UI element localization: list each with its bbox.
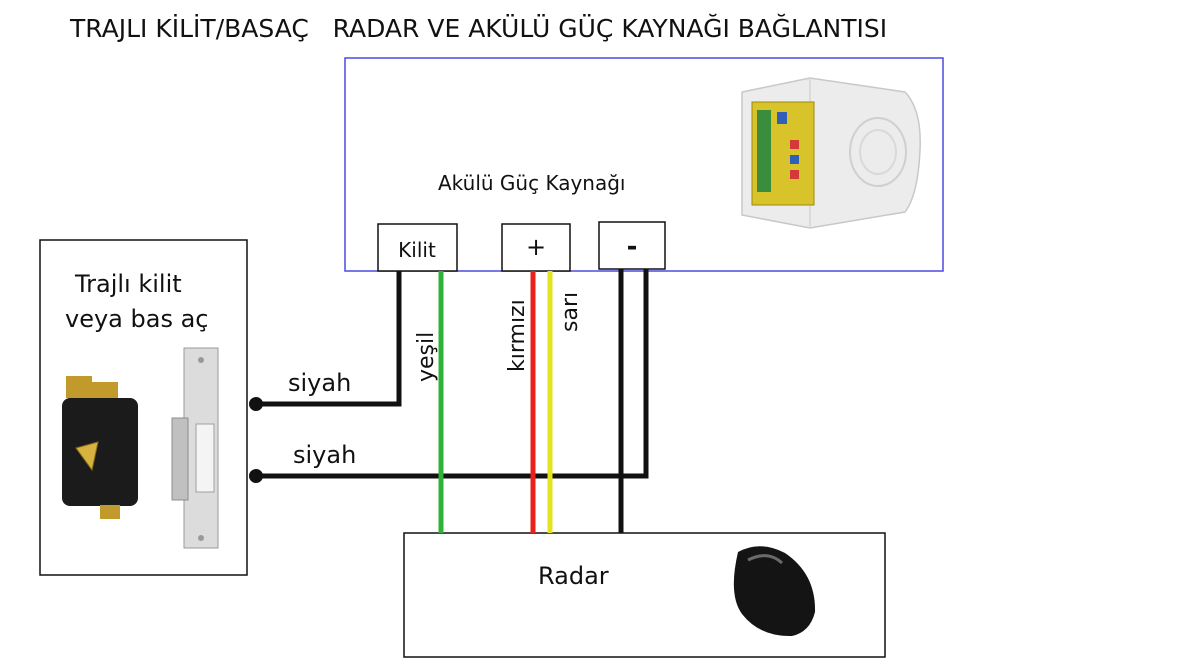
wire-label-black-top: siyah [288,369,351,397]
wire-label-red: kırmızı [505,299,530,372]
terminal-plus [501,223,571,272]
wire-label-green: yeşil [414,332,439,382]
terminal-plus-label: + [526,233,546,261]
wire-black-top-node [249,397,263,411]
wire-label-black-bottom: siyah [293,441,356,469]
lock-box-label-line2: veya bas aç [65,305,208,333]
radar-picture [733,546,816,637]
wire-label-yellow: sarı [558,292,583,332]
wire-black-top [256,271,402,407]
terminal-lock [377,223,458,272]
terminal-lock-label: Kilit [398,238,436,262]
power-supply-picture [741,77,921,229]
terminal-minus-label: - [627,232,638,262]
strike-picture [171,347,219,549]
lock-box-label-line1: Trajlı kilit [74,270,182,298]
lock-picture [62,376,138,519]
wires [249,269,649,533]
terminal-minus [598,221,666,270]
power-supply-label: Akülü Güç Kaynağı [438,171,625,195]
wire-black-bottom [256,269,649,479]
radar-label: Radar [538,562,609,590]
diagram-title: TRAJLI KİLİT/BASAÇ RADAR VE AKÜLÜ GÜÇ KA… [69,13,887,43]
wire-black-bottom-node [249,469,263,483]
